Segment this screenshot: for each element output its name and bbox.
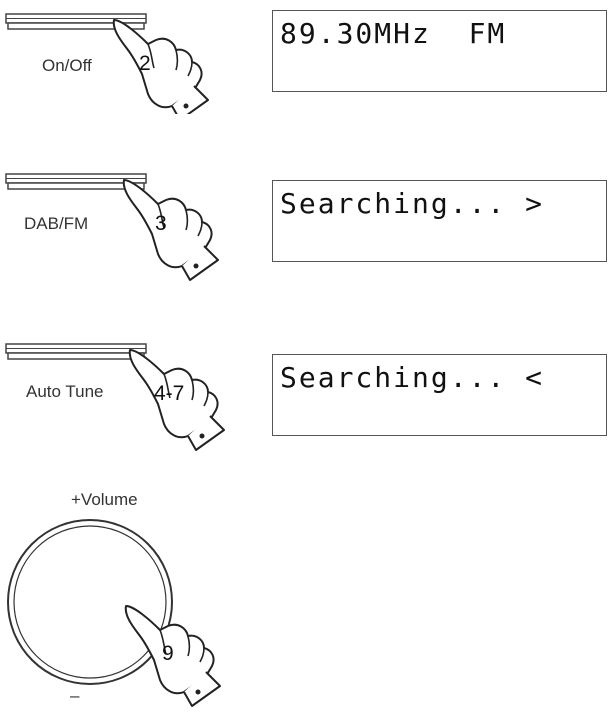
push-button-icon [5,173,147,190]
step-number: 3 [155,212,167,235]
push-button-icon [5,13,147,30]
step-volume: +Volume 9 – [0,480,609,712]
step-dab-fm: DAB/FM 3 Searching... > [0,168,609,288]
volume-plus-label: +Volume [71,490,138,509]
step-number: 2 [139,52,151,75]
step-number: 4-7 [154,382,185,405]
volume-minus-label: – [70,686,80,705]
step-on-off: On/Off 2 89.30MHz FM [0,0,609,120]
pointing-hand-icon [128,349,225,451]
button-label: Auto Tune [26,382,104,401]
step-auto-tune: Auto Tune 4-7 Searching... < [0,338,609,458]
pointing-hand-icon [122,179,219,281]
display-text: Searching... > [280,187,545,220]
lcd-display: Searching... < [272,354,607,436]
button-label: DAB/FM [24,214,89,233]
pointing-hand-icon [124,605,221,707]
lcd-display: 89.30MHz FM [272,10,607,92]
button-label: On/Off [42,56,92,75]
display-text: Searching... < [280,361,545,394]
pointing-hand-icon [112,19,209,114]
lcd-display: Searching... > [272,180,607,262]
volume-knob-icon [7,519,173,685]
display-text: 89.30MHz FM [280,17,507,50]
step-number: 9 [162,642,174,665]
